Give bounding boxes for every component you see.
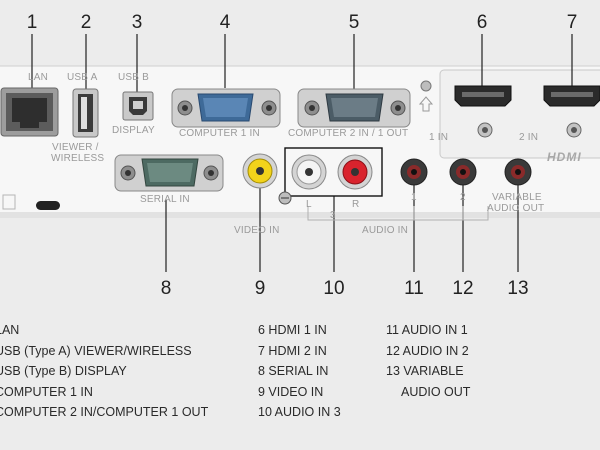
label-usb-a: USB A	[67, 72, 98, 83]
callout-5: 5	[348, 12, 360, 33]
hdmi-logo: HDMI	[547, 150, 582, 164]
usb-a-port	[72, 88, 99, 138]
legend-item-9: 9 VIDEO IN	[258, 384, 324, 399]
legend-item-13: 13 VARIABLE	[386, 364, 464, 378]
callout-8: 8	[160, 278, 172, 299]
audio-in-2-port	[449, 158, 477, 186]
legend-column-2: 6 HDMI 1 IN 7 HDMI 2 IN 8 SERIAL IN 9 VI…	[258, 320, 341, 423]
legend-item-11: 11 AUDIO IN 1	[386, 323, 468, 337]
label-audio-r: R	[352, 199, 360, 210]
legend-item-12: 12 AUDIO IN 2	[386, 343, 469, 358]
label-audio-in: AUDIO IN	[362, 225, 409, 236]
label-computer-1-in: COMPUTER 1 IN	[179, 128, 260, 139]
label-viewer: VIEWER /	[52, 142, 99, 153]
label-audio-2: 2	[460, 192, 466, 203]
rear-panel-lower-edge	[0, 212, 600, 218]
label-usb-b: USB B	[118, 72, 150, 83]
callout-12: 12	[452, 278, 474, 299]
callout-3: 3	[131, 12, 143, 33]
callout-4: 4	[219, 12, 231, 33]
usb-b-port	[122, 91, 154, 121]
audio-in-3-left-port	[291, 154, 327, 190]
label-audio-out: AUDIO OUT	[487, 203, 545, 214]
label-lan: LAN	[28, 72, 49, 83]
callout-11: 11	[404, 278, 424, 299]
legend-item-13-continued: AUDIO OUT	[401, 384, 471, 399]
legend-item-7: 7 HDMI 2 IN	[258, 343, 327, 358]
label-audio-1: 1	[411, 192, 417, 203]
legend-item-3: USB (Type B) DISPLAY	[0, 364, 127, 378]
legend-item-5: COMPUTER 2 IN/COMPUTER 1 OUT	[0, 405, 209, 419]
label-variable: VARIABLE	[492, 192, 542, 203]
hdmi-2-port	[543, 85, 600, 138]
legend-item-2: USB (Type A) VIEWER/WIRELESS	[0, 343, 192, 358]
legend-column-1: LAN USB (Type A) VIEWER/WIRELESS USB (Ty…	[0, 320, 208, 423]
label-computer-2-in-1-out: COMPUTER 2 IN / 1 OUT	[288, 128, 409, 139]
legend-item-10: 10 AUDIO IN 3	[258, 405, 341, 419]
audio-in-1-port	[400, 158, 428, 186]
label-audio-l: L	[306, 199, 312, 210]
variable-audio-out-port	[504, 158, 532, 186]
audio-in-3-right-port	[337, 154, 373, 190]
legend-column-3: 11 AUDIO IN 1 12 AUDIO IN 2 13 VARIABLE …	[386, 320, 470, 402]
lan-port	[0, 87, 59, 137]
label-wireless: WIRELESS	[51, 153, 105, 164]
callout-1: 1	[26, 12, 38, 33]
callout-6: 6	[476, 12, 488, 33]
callout-2: 2	[80, 12, 92, 33]
legend-item-4: COMPUTER 1 IN	[0, 384, 93, 399]
legend-item-8: 8 SERIAL IN	[258, 364, 329, 378]
security-slot	[2, 194, 60, 210]
ground-screw	[278, 191, 292, 205]
callout-13: 13	[507, 278, 529, 299]
audio-in-bracket	[307, 206, 489, 221]
computer-2-in-port	[297, 88, 411, 128]
legend-item-6: 6 HDMI 1 IN	[258, 323, 327, 337]
hdmi-1-port	[454, 85, 512, 138]
label-display: DISPLAY	[112, 125, 155, 136]
video-in-port	[242, 153, 278, 189]
legend-item-1: LAN	[0, 323, 20, 337]
label-video-in: VIDEO IN	[234, 225, 280, 236]
computer-1-in-port	[171, 88, 281, 128]
label-serial-in: SERIAL IN	[140, 194, 190, 205]
callout-7: 7	[566, 12, 578, 33]
callout-lines	[31, 34, 573, 272]
hdmi-recess	[439, 69, 600, 159]
audio-in-3-highlight	[284, 147, 383, 197]
callout-9: 9	[254, 278, 266, 299]
monitor-out-symbol	[418, 80, 434, 112]
label-hdmi-2-in: 2 IN	[519, 132, 539, 143]
serial-in-port	[114, 154, 224, 192]
label-audio-3: 3	[330, 210, 336, 221]
callout-10: 10	[323, 278, 345, 299]
label-hdmi-1-in: 1 IN	[429, 132, 449, 143]
